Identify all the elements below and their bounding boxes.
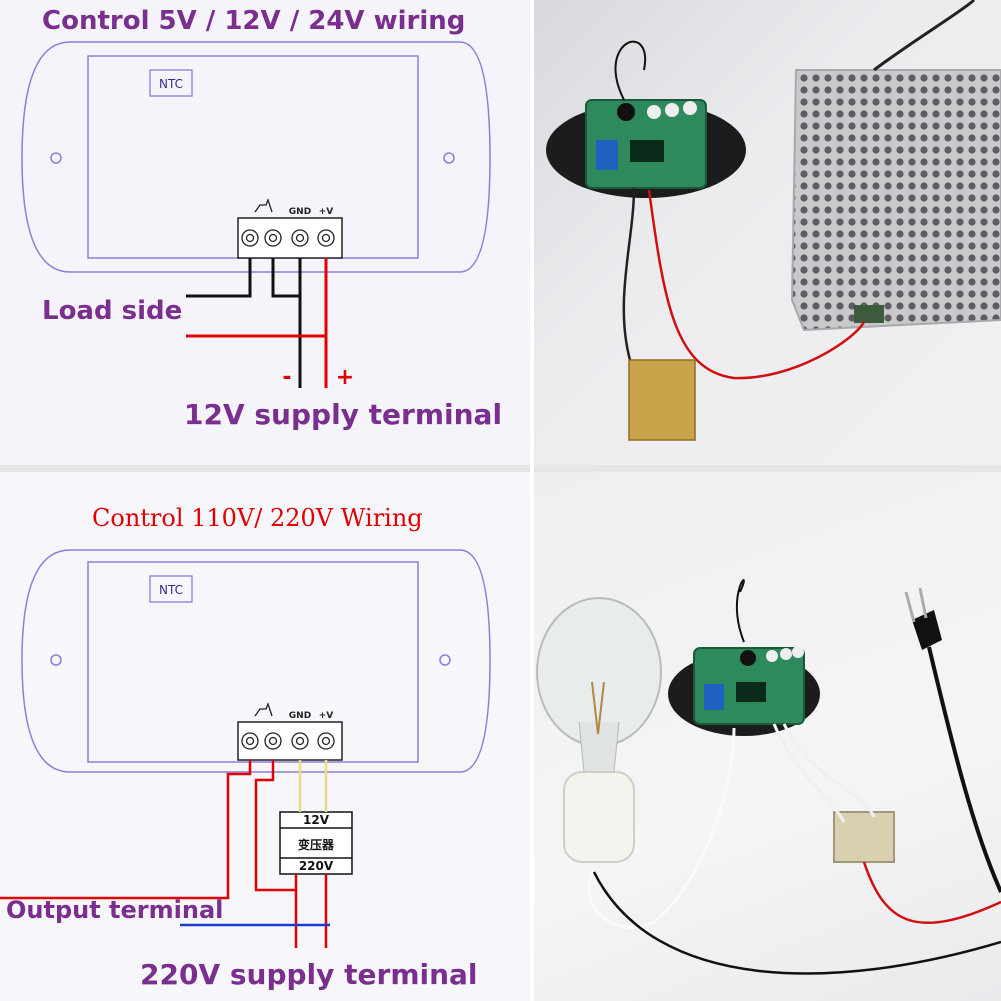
terminal-block (237, 217, 343, 259)
v-label: +V (319, 207, 334, 217)
heating-pad-icon (628, 359, 696, 441)
controller-outline (21, 41, 491, 273)
plus-sign: + (336, 365, 354, 390)
terminal-screws-bottom (241, 732, 335, 750)
controller-outline-bottom (21, 549, 491, 773)
transformer-12v: 12V (303, 813, 330, 827)
gnd-label-bottom: GND (289, 711, 311, 721)
mount-hole-right-bottom (439, 654, 451, 666)
terminal-screws (241, 229, 335, 247)
bottom-wires (0, 760, 330, 948)
transformer-name: 变压器 (298, 837, 335, 852)
relay-switch-icon (254, 198, 273, 213)
relay-icon (596, 140, 618, 170)
transformer: 12V 变压器 220V (279, 811, 353, 875)
relay-switch-icon-bottom (254, 702, 273, 717)
top-photo (534, 0, 1001, 465)
top-wiring-diagram: NTC GND +V - + Control 5V / 12V / 24V wi… (0, 0, 530, 465)
gnd-label: GND (289, 207, 311, 217)
bottom-wiring-diagram: NTC GND +V 12V 变压器 220V (0, 472, 530, 1001)
top-title: Control 5V / 12V / 24V wiring (42, 6, 466, 36)
mains-plug-icon (912, 610, 942, 650)
mount-hole-left-bottom (50, 654, 62, 666)
top-wires (186, 258, 328, 388)
top-supply-label: 12V supply terminal (184, 398, 503, 431)
ntc-label: NTC (159, 77, 183, 91)
bottom-diagram-drawing: NTC GND +V 12V 变压器 220V (0, 549, 491, 948)
top-diagram-drawing: NTC GND +V - + (21, 41, 491, 390)
ntc-box (149, 69, 193, 97)
v-label-bottom: +V (319, 711, 334, 721)
vertical-divider (530, 0, 534, 1001)
horizontal-divider (0, 465, 1001, 472)
power-supply-icon (790, 69, 1001, 332)
bottom-title: Control 110V/ 220V Wiring (92, 504, 423, 532)
terminal-block-bottom (237, 721, 343, 761)
bottom-supply-label: 220V supply terminal (140, 958, 478, 991)
psu-terminal-icon (854, 305, 884, 323)
transformer-220v: 220V (299, 859, 334, 873)
bottom-photo (534, 472, 1001, 1001)
display-window-bottom (87, 561, 419, 763)
bulb-socket-icon (563, 771, 635, 863)
mount-hole-left (50, 152, 62, 164)
ntc-label-bottom: NTC (159, 583, 183, 597)
minus-sign: - (282, 365, 291, 390)
output-terminal-label: Output terminal (6, 896, 224, 924)
buzzer-icon (617, 103, 635, 121)
relay-icon-bottom (704, 684, 724, 710)
bottom-photo-drawing (536, 579, 1001, 975)
top-photo-drawing (546, 0, 1001, 441)
mount-hole-right (443, 152, 455, 164)
ntc-box-bottom (149, 575, 193, 603)
load-side-label: Load side (42, 296, 183, 326)
